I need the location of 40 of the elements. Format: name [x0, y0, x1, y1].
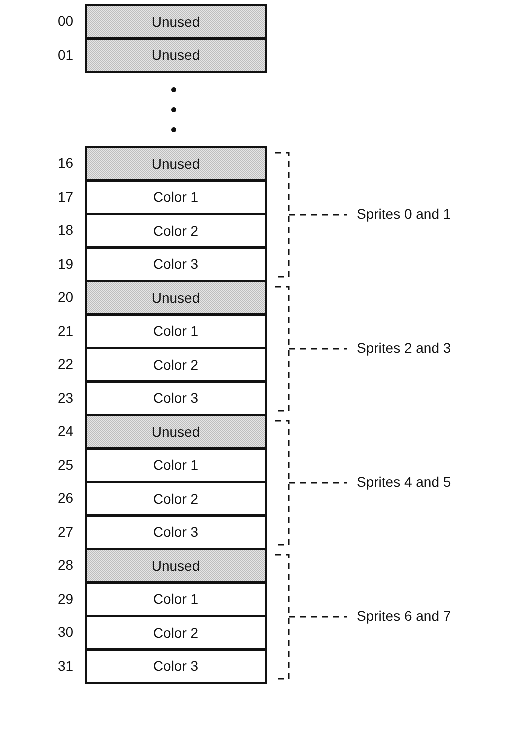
- register-cell: Color 2: [85, 481, 267, 516]
- group-label: Sprites 2 and 3: [357, 340, 452, 356]
- register-cell: Color 1: [85, 180, 267, 214]
- register-number: 22: [58, 355, 74, 374]
- register-cell: Color 3: [85, 648, 267, 684]
- register-number: 26: [58, 489, 74, 508]
- register-cell: Color 2: [85, 615, 267, 650]
- register-number: 31: [58, 656, 74, 676]
- register-number: 25: [58, 456, 74, 474]
- group-label: Sprites 6 and 7: [357, 608, 452, 624]
- register-cell: Unused: [85, 414, 267, 449]
- register-cell: Color 1: [85, 314, 267, 348]
- register-number: 28: [58, 556, 74, 575]
- register-cell: Unused: [85, 4, 267, 39]
- register-cell: Color 1: [85, 448, 267, 482]
- register-cell: Color 3: [85, 514, 267, 550]
- register-number: 30: [58, 623, 74, 642]
- register-cell: Color 3: [85, 380, 267, 416]
- register-number: 21: [58, 322, 74, 340]
- group-label: Sprites 4 and 5: [357, 474, 452, 490]
- register-number: 18: [58, 221, 74, 240]
- register-number: 16: [58, 154, 74, 173]
- register-cell: Unused: [85, 280, 267, 315]
- register-cell: Color 3: [85, 246, 267, 282]
- register-number: 19: [58, 254, 74, 274]
- register-cell: Unused: [85, 38, 267, 72]
- register-cell: Color 1: [85, 582, 267, 616]
- register-number: 01: [58, 46, 74, 64]
- group-label: Sprites 0 and 1: [357, 206, 452, 222]
- register-number: 23: [58, 388, 74, 408]
- register-cell: Unused: [85, 146, 267, 181]
- register-number: 27: [58, 522, 74, 542]
- register-number: 00: [58, 12, 74, 31]
- register-number: 24: [58, 422, 74, 441]
- register-cell: Color 2: [85, 213, 267, 248]
- register-cell: Color 2: [85, 347, 267, 382]
- register-number: 20: [58, 288, 74, 307]
- register-number: 29: [58, 590, 74, 608]
- register-cell: Unused: [85, 548, 267, 583]
- register-number: 17: [58, 188, 74, 206]
